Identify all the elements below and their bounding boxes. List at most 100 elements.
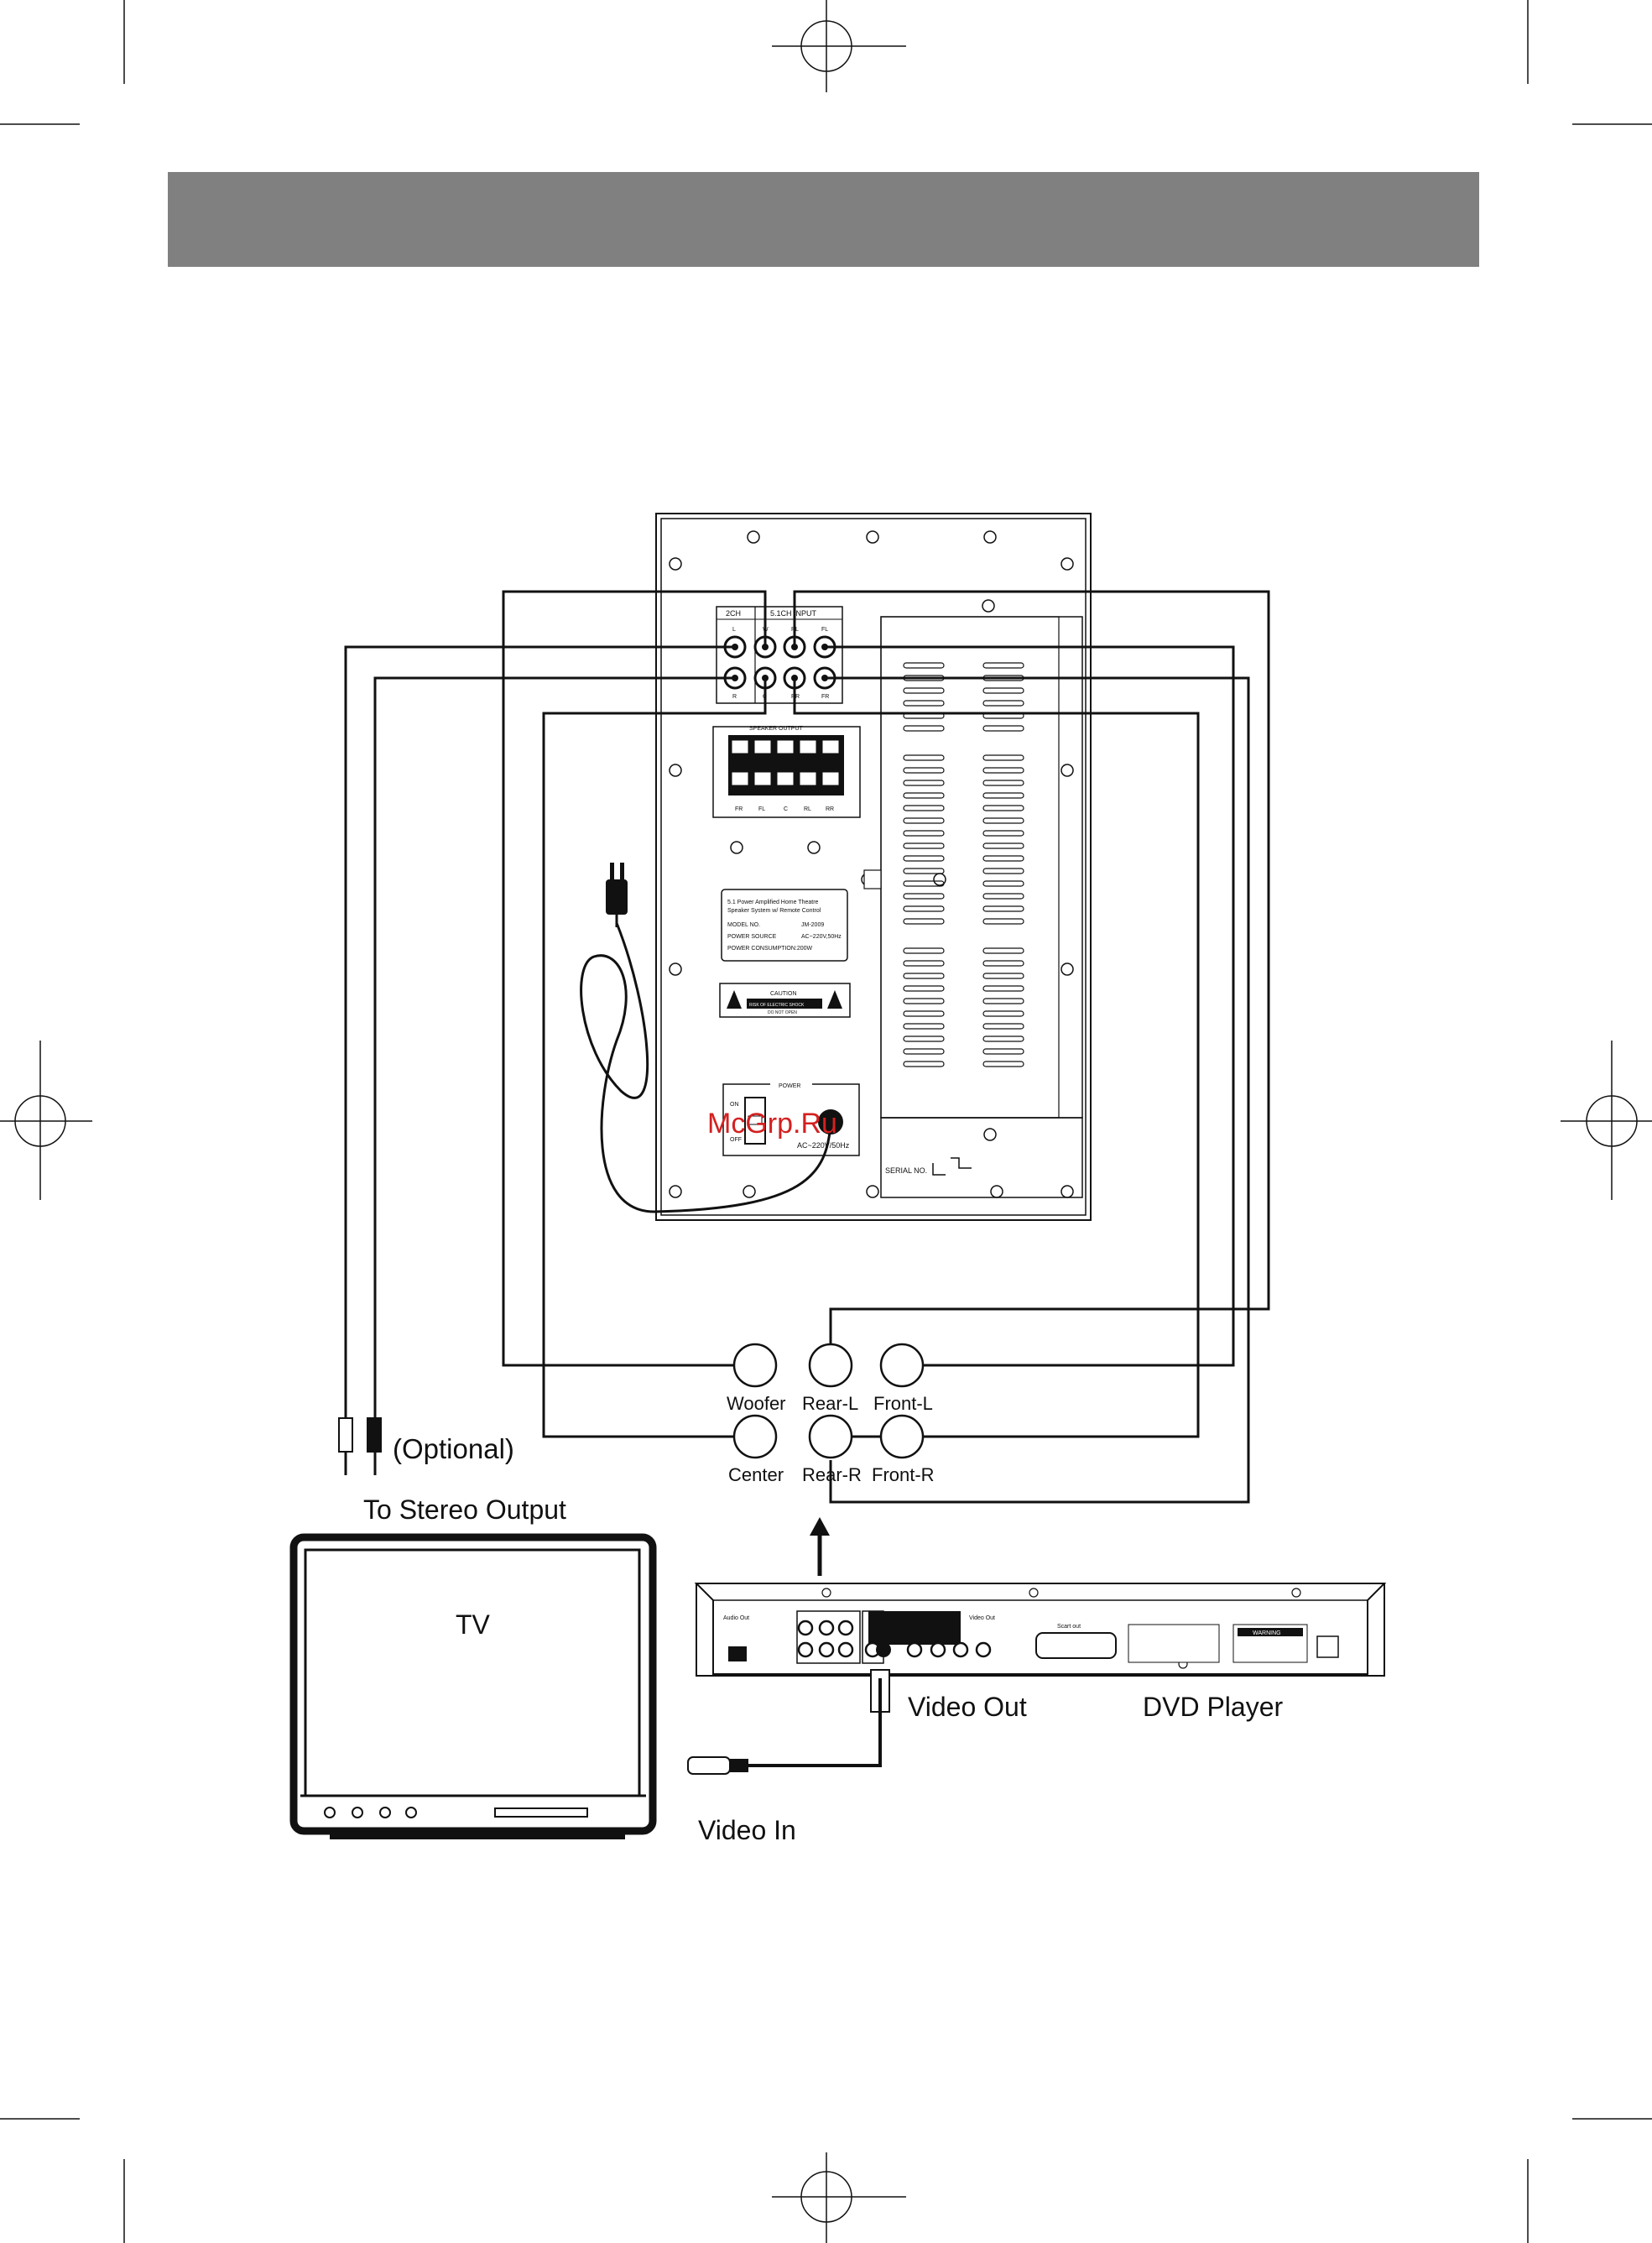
vent-slot xyxy=(903,985,945,992)
vent-slot xyxy=(982,868,1024,874)
registration-mark-bottom xyxy=(772,2152,906,2243)
vent-slot xyxy=(982,792,1024,799)
power-plug-icon xyxy=(606,863,628,927)
power-label: POWER xyxy=(779,1083,800,1089)
speaker-terminal xyxy=(731,771,749,786)
terminal-label-c: C xyxy=(784,806,788,812)
video-cable xyxy=(687,1669,890,1775)
vent-slot xyxy=(903,893,945,900)
power-off-label: OFF xyxy=(730,1137,742,1143)
vent-slot xyxy=(982,725,1024,732)
caution-title: CAUTION xyxy=(770,991,797,997)
subwoofer-back-panel: 2CH 5.1CH INPUT L W RL FL R C RR FR SPEA… xyxy=(655,513,1092,1221)
woofer-label: Woofer xyxy=(727,1393,786,1414)
speaker-output-label: SPEAKER OUTPUT xyxy=(749,726,804,732)
power-cord xyxy=(580,922,832,1213)
jack-label-fl: FL xyxy=(821,627,828,633)
dvd-video-out-jack[interactable] xyxy=(876,1642,891,1657)
front-r-label: Front-R xyxy=(872,1464,935,1485)
vent-slot xyxy=(982,1035,1024,1042)
caution-label: CAUTION RISK OF ELECTRIC SHOCK DO NOT OP… xyxy=(719,983,851,1018)
woofer-connector[interactable] xyxy=(732,1343,778,1388)
vent-slot xyxy=(903,855,945,862)
input-2ch-label: 2CH xyxy=(726,609,741,618)
dvd-player-label: DVD Player xyxy=(1143,1692,1284,1722)
terminal-label-rl: RL xyxy=(804,806,811,812)
vent-slot xyxy=(982,880,1024,887)
power-inlet[interactable] xyxy=(818,1109,843,1135)
vent-slot xyxy=(982,973,1024,979)
vent-slot xyxy=(903,1010,945,1017)
vent-slot xyxy=(982,998,1024,1004)
header-bar xyxy=(168,172,1479,267)
vent-slot xyxy=(982,842,1024,849)
vent-slot xyxy=(903,1061,945,1067)
power-on-label: ON xyxy=(730,1102,739,1108)
arrow-up-icon xyxy=(810,1517,830,1576)
vent-slot xyxy=(903,842,945,849)
vent-slot xyxy=(903,998,945,1004)
speaker-terminal xyxy=(799,739,817,754)
video-in-label: Video In xyxy=(698,1815,796,1845)
vent-slot xyxy=(903,947,945,954)
vent-slot xyxy=(903,792,945,799)
model-value: JM-2009 xyxy=(801,922,824,928)
speaker-terminal xyxy=(753,771,772,786)
video-out-label: Video Out xyxy=(908,1692,1027,1722)
jack-label-fr: FR xyxy=(821,694,829,700)
source-key: POWER SOURCE xyxy=(727,934,777,940)
vent-slot xyxy=(903,973,945,979)
vent-slot xyxy=(903,905,945,912)
speaker-terminal xyxy=(821,739,840,754)
dvd-video-out-small-label: Video Out xyxy=(969,1615,995,1621)
vent-slot xyxy=(903,1048,945,1055)
registration-mark-right xyxy=(1561,1041,1652,1200)
audio-cables xyxy=(344,590,1270,1504)
vent-slot xyxy=(903,960,945,967)
speaker-terminal xyxy=(753,739,772,754)
registration-mark-left xyxy=(0,1041,92,1200)
to-stereo-output-label: To Stereo Output xyxy=(363,1494,566,1525)
dvd-audio-out-label: Audio Out xyxy=(723,1615,749,1621)
serial-label: SERIAL NO. xyxy=(885,1166,927,1175)
rear-l-connector[interactable] xyxy=(808,1343,853,1388)
jack-label-r: R xyxy=(732,694,737,700)
speaker-terminal xyxy=(776,739,795,754)
vent-slot xyxy=(903,725,945,732)
vent-slot xyxy=(982,767,1024,774)
stereo-plugs-icon xyxy=(338,1417,382,1475)
vent-slot xyxy=(903,805,945,811)
vent-slot xyxy=(982,1023,1024,1030)
vent-slot xyxy=(903,880,945,887)
vent-slot xyxy=(982,687,1024,694)
vent-slot xyxy=(982,1048,1024,1055)
rear-r-connector[interactable] xyxy=(808,1414,853,1459)
vent-slot xyxy=(982,905,1024,912)
vent-slot xyxy=(982,780,1024,786)
center-label: Center xyxy=(728,1464,784,1485)
center-connector[interactable] xyxy=(732,1414,778,1459)
vent-slot xyxy=(903,817,945,824)
dvd-warning-label: WARNING xyxy=(1253,1630,1281,1636)
front-l-connector[interactable] xyxy=(879,1343,925,1388)
vent-slot xyxy=(903,868,945,874)
vent-slot xyxy=(903,754,945,761)
rating-line2: Speaker System w/ Remote Control xyxy=(727,908,821,914)
front-r-connector[interactable] xyxy=(879,1414,925,1459)
vent-slot xyxy=(982,918,1024,925)
front-l-label: Front-L xyxy=(873,1393,933,1414)
jack-label-l: L xyxy=(732,627,736,633)
registration-mark-top xyxy=(772,0,906,92)
vent-slot xyxy=(903,662,945,669)
terminal-label-fl: FL xyxy=(758,806,765,812)
terminal-label-rr: RR xyxy=(826,806,834,812)
vent-slot xyxy=(903,1023,945,1030)
source-value: AC~220V,50Hz xyxy=(801,934,842,940)
vent-slot xyxy=(982,893,1024,900)
connector-labels: Woofer Rear-L Front-L Center Rear-R Fron… xyxy=(727,1393,935,1485)
power-rating: AC~220V/50Hz xyxy=(797,1141,850,1150)
speaker-output-block: SPEAKER OUTPUT FR FL C RL RR xyxy=(712,726,861,818)
vent-slot xyxy=(903,687,945,694)
vent-slot xyxy=(982,662,1024,669)
